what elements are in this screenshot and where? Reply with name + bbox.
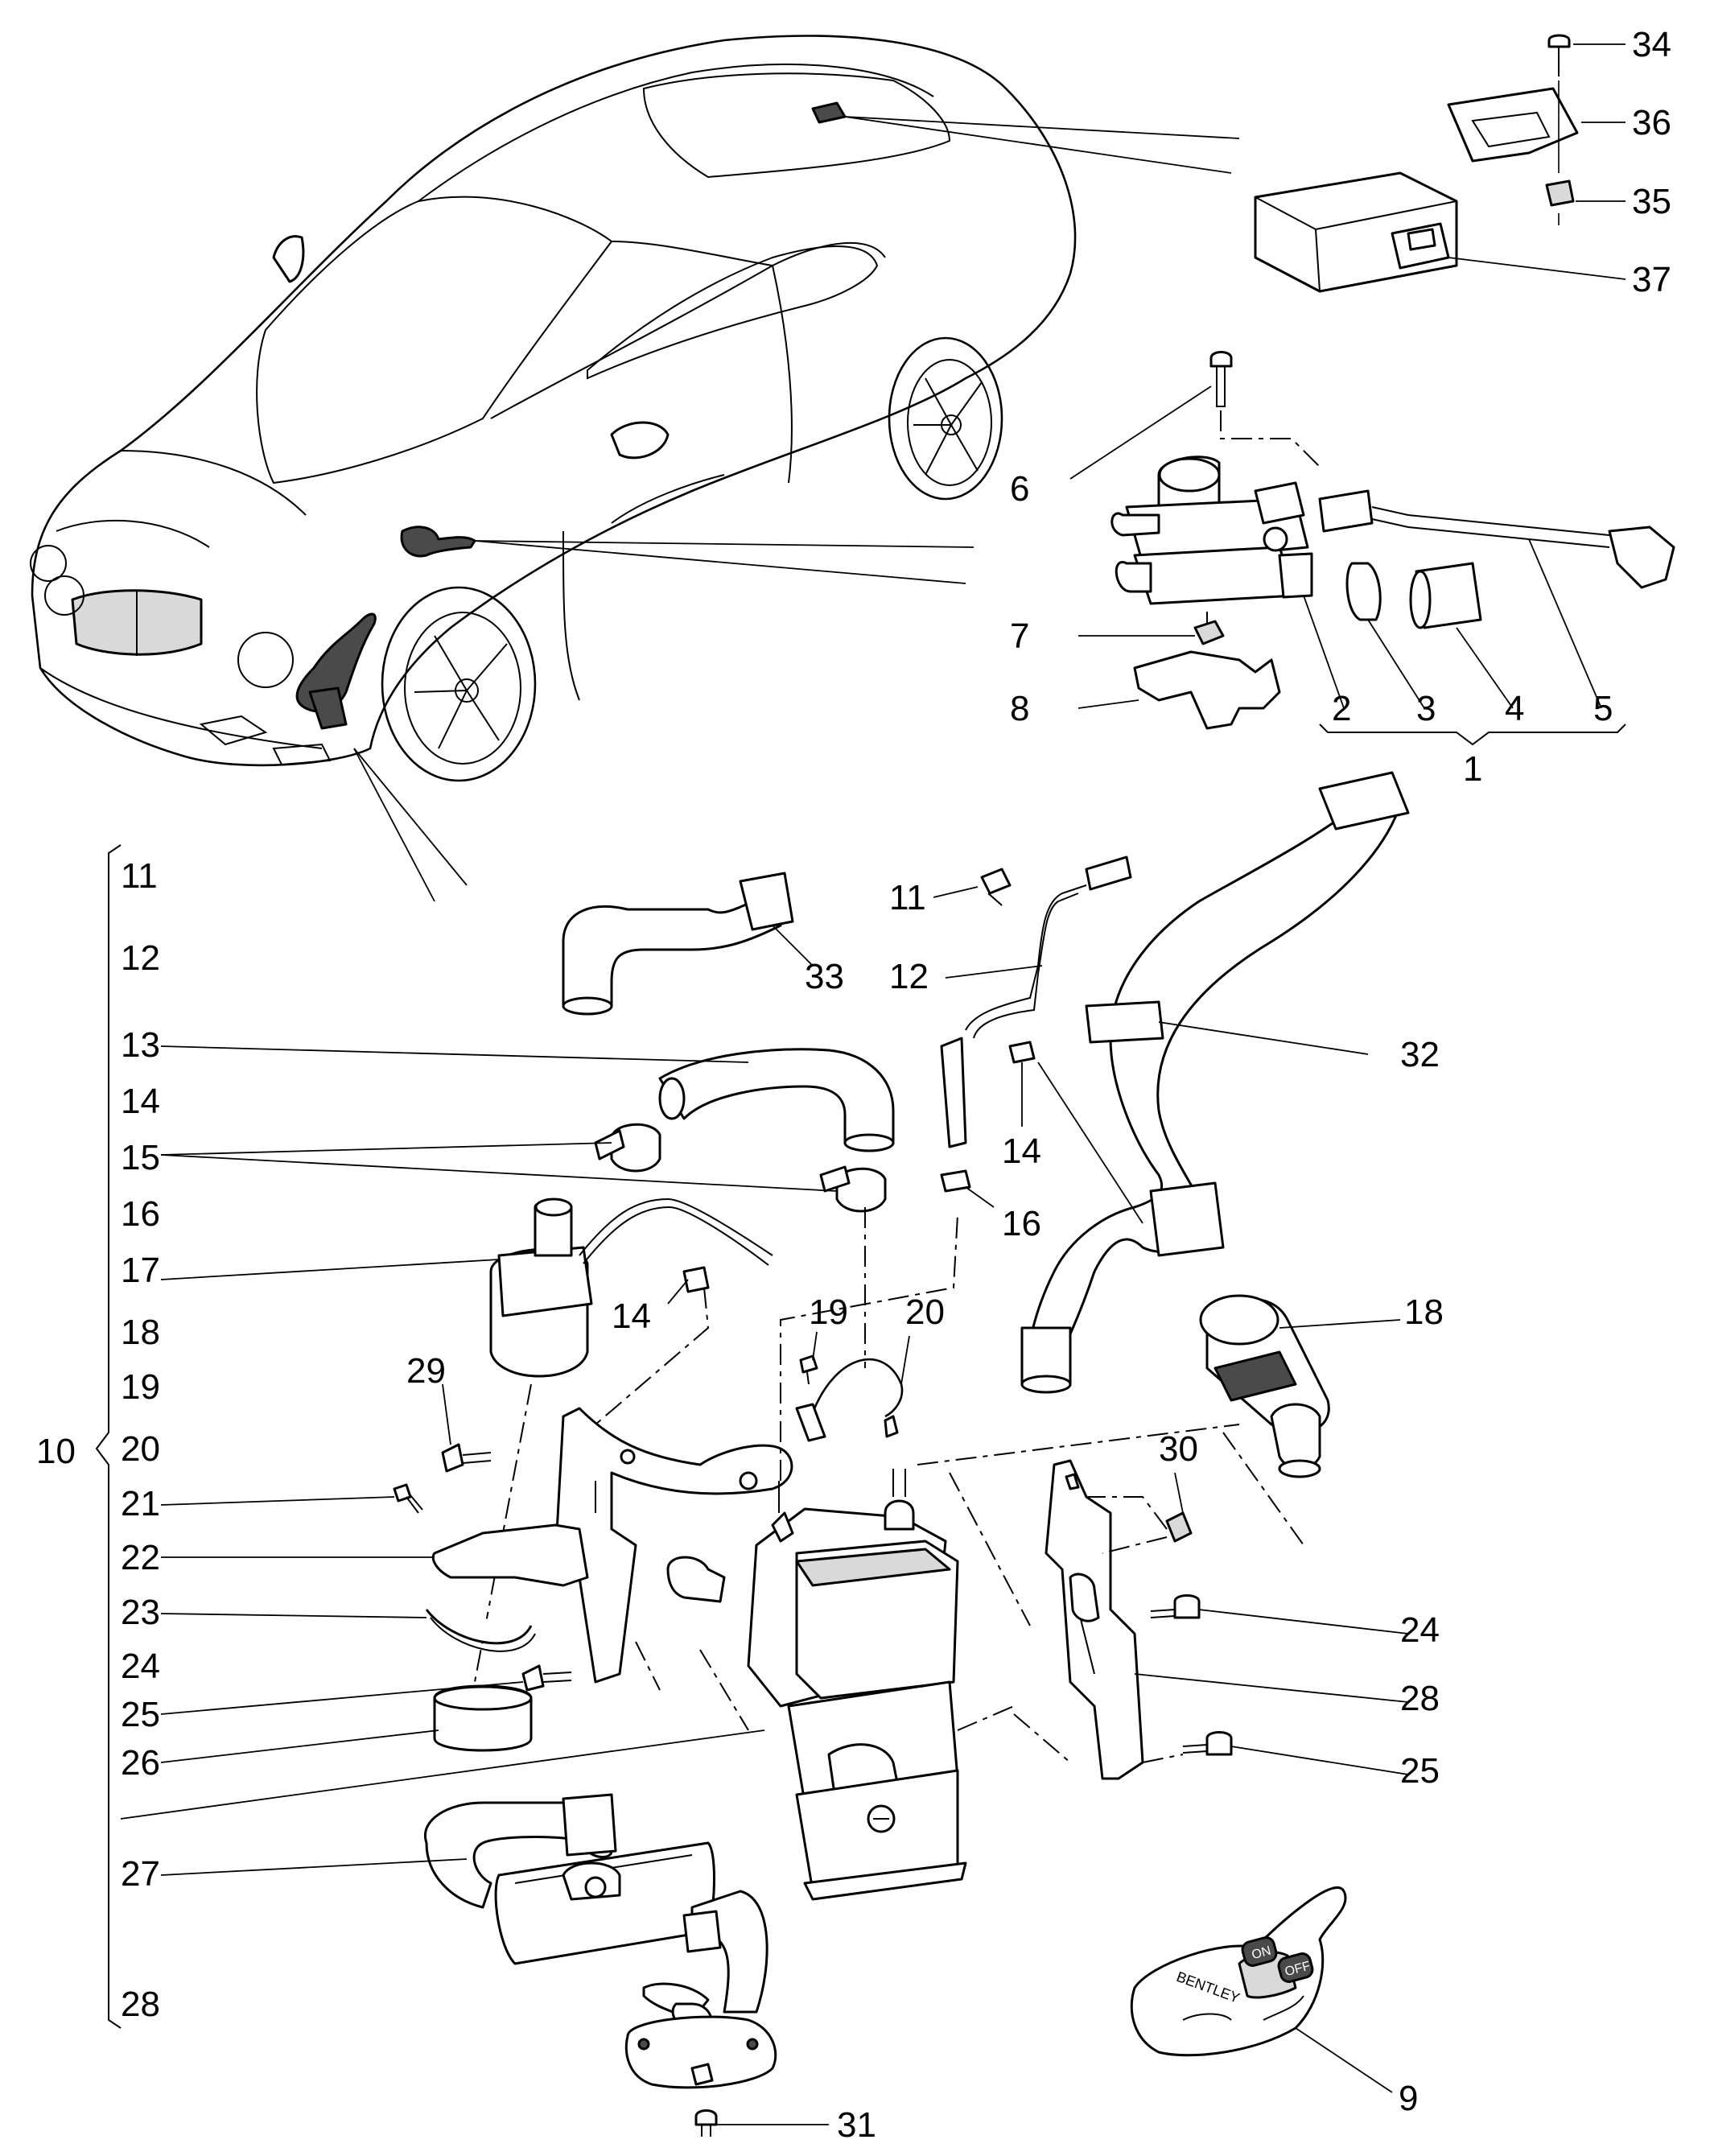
callout-11-right: 11 xyxy=(889,878,926,917)
left-label-11: 11 xyxy=(121,856,158,896)
callout-2: 2 xyxy=(1332,689,1351,728)
left-label-12: 12 xyxy=(121,938,160,978)
callout-4: 4 xyxy=(1505,689,1524,728)
callout-33: 33 xyxy=(805,957,844,996)
heater-group xyxy=(120,1214,1240,2137)
car-illustration xyxy=(30,35,1240,902)
callout-labels: 34 36 35 37 6 7 8 2 3 4 5 1 11 12 33 32 … xyxy=(36,25,1671,2145)
left-label-14: 14 xyxy=(121,1082,160,1121)
callout-14-lower: 14 xyxy=(612,1296,651,1336)
callout-14-upper: 14 xyxy=(1002,1132,1041,1171)
left-label-23: 23 xyxy=(121,1593,160,1632)
hose-group xyxy=(160,771,1410,1394)
callout-30: 30 xyxy=(1159,1429,1198,1469)
callout-3: 3 xyxy=(1416,689,1436,728)
callout-7: 7 xyxy=(1010,616,1029,656)
callout-6: 6 xyxy=(1010,469,1029,509)
left-label-22: 22 xyxy=(121,1538,160,1577)
remote-on-label: ON xyxy=(1251,1944,1273,1963)
callout-9: 9 xyxy=(1399,2079,1418,2118)
left-label-18: 18 xyxy=(121,1313,160,1352)
left-label-13: 13 xyxy=(121,1025,160,1065)
callout-18: 18 xyxy=(1404,1292,1444,1332)
left-label-28: 28 xyxy=(121,1985,160,2024)
callout-8: 8 xyxy=(1010,689,1029,728)
remote-key: ON OFF BENTLEY xyxy=(1130,1886,1393,2093)
callout-29: 29 xyxy=(406,1351,446,1391)
left-label-17: 17 xyxy=(121,1251,160,1290)
callout-35: 35 xyxy=(1632,182,1671,221)
callout-10: 10 xyxy=(36,1432,76,1471)
bracket-group xyxy=(1013,1459,1409,1780)
left-label-15: 15 xyxy=(121,1138,160,1177)
left-label-19: 19 xyxy=(121,1367,160,1407)
callout-37: 37 xyxy=(1632,260,1671,299)
valve-group xyxy=(1069,351,1675,746)
callout-16-right: 16 xyxy=(1002,1204,1041,1243)
left-label-25: 25 xyxy=(121,1695,160,1734)
callout-36: 36 xyxy=(1632,103,1671,142)
left-label-24: 24 xyxy=(121,1647,160,1686)
control-module-group xyxy=(1254,34,1626,293)
callout-19: 19 xyxy=(809,1292,848,1332)
clamp-group xyxy=(160,1123,887,1368)
callout-12-right: 12 xyxy=(889,957,929,996)
left-label-20: 20 xyxy=(121,1429,160,1469)
callout-31: 31 xyxy=(837,2105,876,2145)
callout-20: 20 xyxy=(905,1292,945,1332)
pump-group xyxy=(160,1198,773,1683)
callout-5: 5 xyxy=(1593,689,1613,728)
callout-24-right: 24 xyxy=(1400,1610,1440,1650)
circulation-pump-group xyxy=(1199,1294,1401,1546)
callout-34: 34 xyxy=(1632,25,1671,64)
left-label-26: 26 xyxy=(121,1743,160,1783)
callout-25-right: 25 xyxy=(1400,1751,1440,1791)
left-label-21: 21 xyxy=(121,1484,160,1523)
left-label-16: 16 xyxy=(121,1194,160,1234)
callout-28-right: 28 xyxy=(1400,1679,1440,1718)
left-label-27: 27 xyxy=(121,1854,160,1894)
left-bracket xyxy=(95,844,122,2029)
callout-32: 32 xyxy=(1400,1035,1440,1074)
callout-1: 1 xyxy=(1463,749,1482,789)
